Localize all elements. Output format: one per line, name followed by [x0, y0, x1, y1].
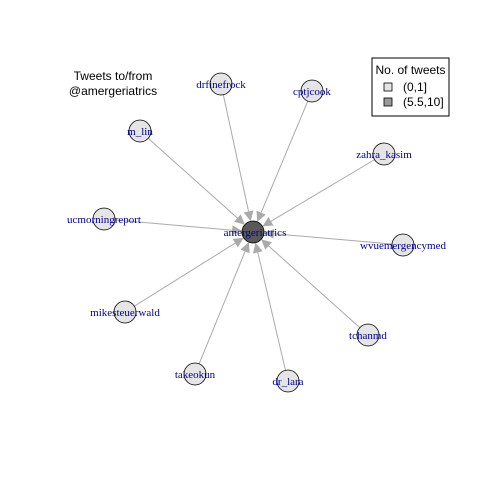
edge-cptjcook	[256, 100, 309, 222]
node-label-hub: amergeriatrics	[224, 227, 287, 239]
legend-label-high: (5.5,10]	[403, 95, 444, 109]
node-drfinefrock	[209, 72, 233, 96]
node-label-m-lin: m_lin	[127, 126, 153, 138]
edge-tchanmd	[261, 239, 361, 329]
legend-swatch-low	[383, 82, 393, 92]
node-wvuemergencymed	[391, 233, 415, 257]
edge-zahra-kasim	[262, 159, 375, 227]
legend-swatch-high	[383, 97, 393, 107]
node-tchanmd	[356, 323, 380, 347]
node-label-zahra-kasim: zahra_kasim	[356, 149, 412, 161]
edge-drfinefrock	[222, 94, 254, 222]
node-label-takeokun: takeokun	[175, 369, 216, 381]
node-label-tchanmd: tchanmd	[349, 330, 387, 342]
node-label-wvuemergencymed: wvuemergencymed	[360, 240, 446, 252]
node-ucmorningreport	[92, 207, 116, 231]
node-takeokun	[183, 362, 207, 386]
edge-takeokun	[198, 242, 250, 365]
node-label-ucmorningreport: ucmorningreport	[67, 214, 141, 226]
legend-title: No. of tweets	[375, 63, 445, 77]
node-zahra-kasim	[372, 142, 396, 166]
node-label-drfinefrock: drfinefrock	[196, 79, 246, 91]
edge-group	[114, 94, 393, 371]
edge-ucmorningreport	[114, 219, 243, 236]
node-hub	[241, 220, 265, 244]
legend-label-low: (0,1]	[403, 80, 427, 94]
edge-mikesteuerwald	[134, 237, 244, 307]
node-mikesteuerwald	[113, 300, 137, 324]
edge-wvuemergencymed	[263, 228, 393, 245]
node-dr-lara	[276, 369, 300, 393]
legend: No. of tweets (0,1] (5.5,10]	[371, 57, 450, 117]
node-label-mikesteuerwald: mikesteuerwald	[90, 307, 160, 319]
node-m-lin	[128, 119, 152, 143]
edge-dr-lara	[252, 242, 286, 371]
diagram-title-line1: Tweets to/from	[74, 69, 153, 83]
diagram-title-line2: @amergeriatrics	[69, 84, 157, 98]
node-group	[92, 72, 415, 393]
node-cptjcook	[300, 79, 324, 103]
edge-m-lin	[147, 137, 245, 225]
node-label-dr-lara: dr_lara	[272, 376, 303, 388]
node-label-cptjcook: cptjcook	[293, 86, 331, 98]
label-group: drfinefrock cptjcook m_lin zahra_kasimucmor…	[67, 79, 446, 388]
